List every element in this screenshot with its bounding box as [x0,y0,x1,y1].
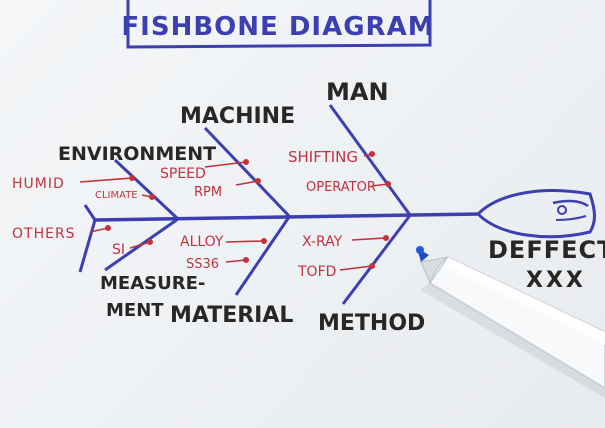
bone-machine [203,126,292,219]
bone-man [328,104,412,216]
cause-alloy: ALLOY [180,234,224,250]
bone-material [234,216,291,296]
bone-environment [113,158,180,221]
effect-line1: DEFFECT [488,236,605,264]
category-labels: MAN MACHINE ENVIRONMENT MEASURE- MENT MA… [58,78,425,336]
category-material: MATERIAL [170,303,293,328]
tail-lower [78,219,97,273]
cause-shifting: SHIFTING [288,148,358,166]
cause-labels: HUMID CLIMATE OTHERS SI SPEED RPM ALLOY … [12,148,376,280]
title-box-outline [126,0,432,49]
fish-head-icon [475,189,596,239]
tail-upper [83,204,97,221]
cause-ss36: SS36 [186,257,219,272]
cause-xray: X-RAY [302,234,343,250]
cause-humid: HUMID [12,176,65,192]
diagram-title: FISHBONE DIAGRAM [121,12,434,42]
category-measurement-line2: MENT [106,300,164,321]
title-box: FISHBONE DIAGRAM [121,0,434,49]
category-man: MAN [326,78,389,106]
effect-label: DEFFECT XXX [488,236,605,293]
cause-others: OTHERS [12,226,76,242]
cause-tofd: TOFD [297,264,336,280]
category-method: METHOD [318,311,425,336]
cause-rpm: RPM [194,185,222,200]
category-environment: ENVIRONMENT [58,143,216,165]
effect-line2: XXX [526,268,586,293]
category-machine: MACHINE [180,104,295,129]
bone-method [341,213,413,305]
cause-climate: CLIMATE [95,190,138,201]
cause-si: SI [112,242,125,258]
marker-pen-icon [416,246,605,398]
cause-speed: SPEED [160,166,206,182]
cause-connectors [79,151,391,271]
category-measurement-line1: MEASURE- [100,273,205,294]
cause-operator: OPERATOR [306,180,376,195]
